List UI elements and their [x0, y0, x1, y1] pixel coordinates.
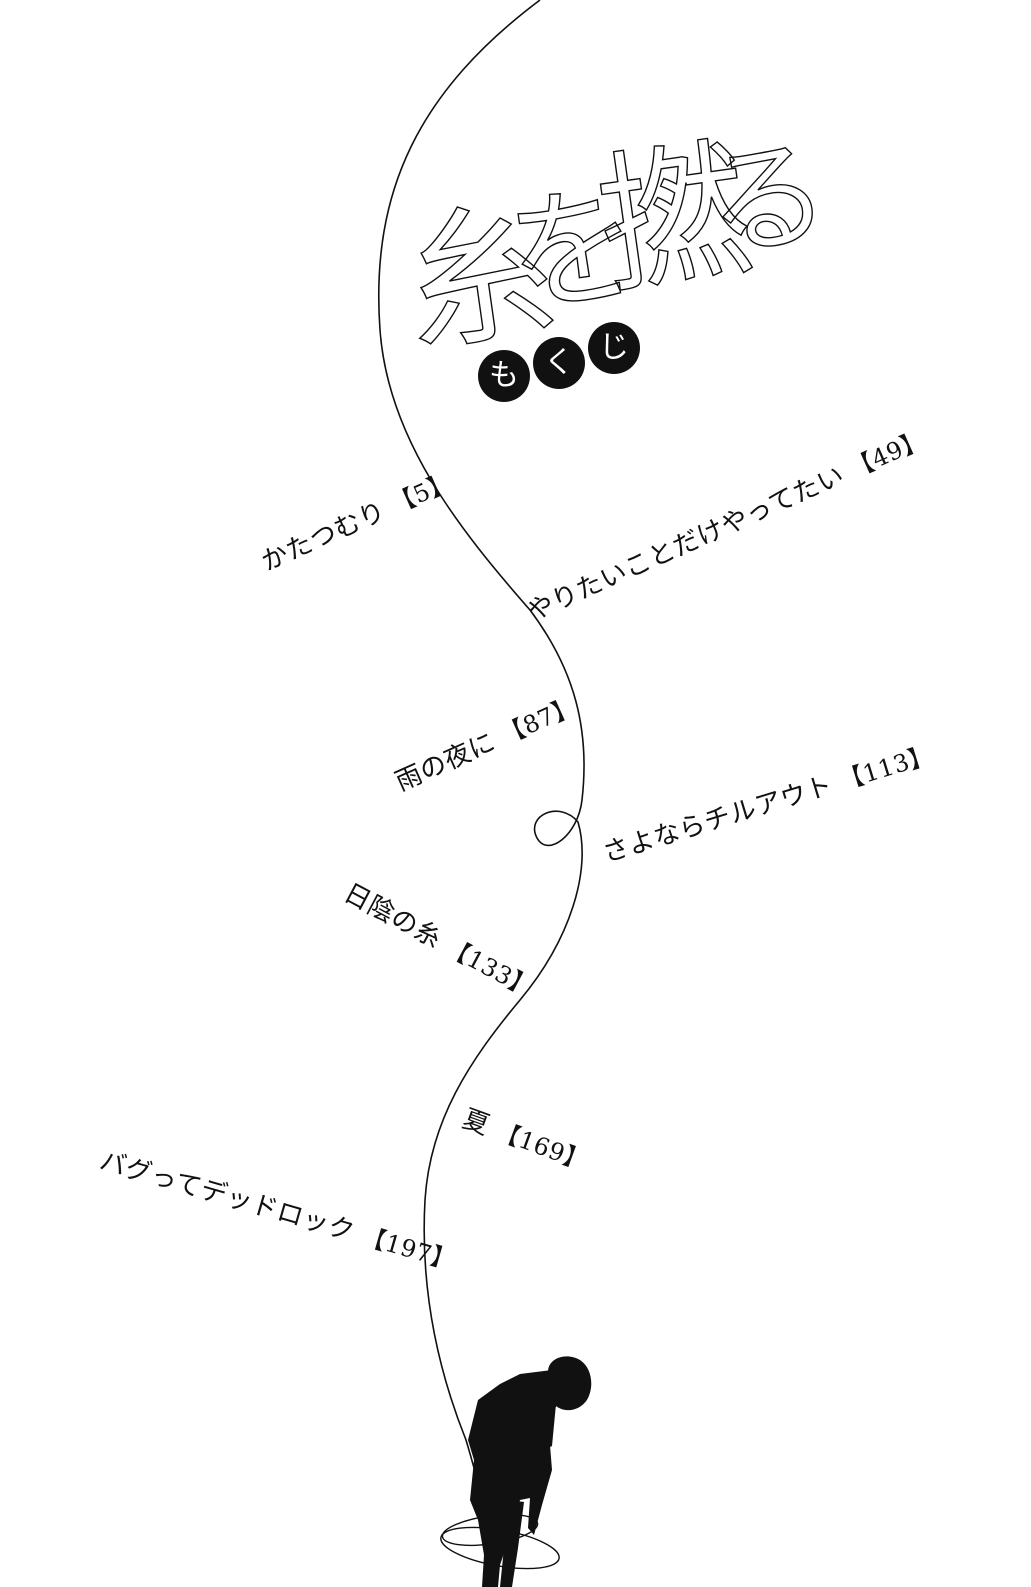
- thread-ring: [440, 1526, 560, 1570]
- thread-ring: [441, 1513, 539, 1547]
- mokuji-char: じ: [588, 322, 640, 374]
- mokuji-char: く: [533, 337, 585, 389]
- thread-line: [377, 0, 585, 1511]
- person-silhouette: [468, 1356, 592, 1587]
- title-char: る: [698, 123, 838, 279]
- mokuji-char: も: [478, 350, 530, 402]
